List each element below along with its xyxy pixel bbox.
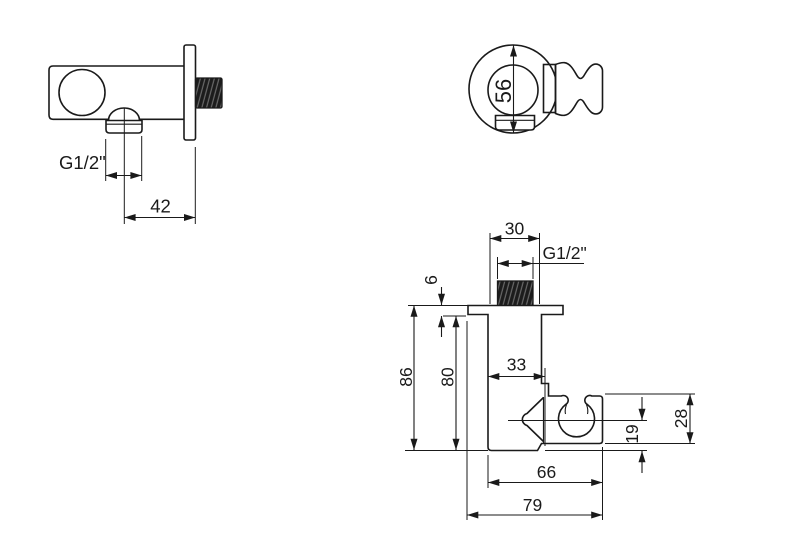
- install-thread-label: G1/2": [543, 243, 587, 263]
- dim-66-label: 66: [537, 462, 556, 482]
- holder-spool: [554, 61, 604, 117]
- dim-42-label: 42: [150, 196, 171, 217]
- dim-80-label: 80: [438, 367, 458, 387]
- inlet-thread: [496, 280, 534, 307]
- holder-stem: [542, 63, 557, 114]
- holder-cone-tip: [521, 396, 545, 443]
- front-view: [468, 44, 604, 134]
- side-thread-label: G1/2": [59, 152, 106, 173]
- dim-56-label: 56: [491, 79, 516, 103]
- dim-19-label: 19: [622, 424, 642, 443]
- wall-plate: [183, 44, 197, 141]
- cradle-slot-inner-left: [564, 404, 568, 415]
- cradle-slot-inner-right: [585, 404, 589, 415]
- dim-33-label: 33: [507, 355, 526, 375]
- dim-28-label: 28: [671, 409, 691, 428]
- inlet-circle: [58, 68, 106, 117]
- dim-79-label: 79: [523, 495, 542, 515]
- dim-6-label: 6: [421, 275, 441, 285]
- install-view: [405, 233, 695, 520]
- side-view: [48, 44, 223, 224]
- dim-86-label: 86: [396, 367, 416, 386]
- front-outlet-nut: [494, 114, 536, 131]
- body-outline: [48, 65, 184, 121]
- wall-thread: [194, 77, 223, 109]
- body-holder-outline: [467, 304, 604, 452]
- dim-30-label: 30: [505, 219, 525, 239]
